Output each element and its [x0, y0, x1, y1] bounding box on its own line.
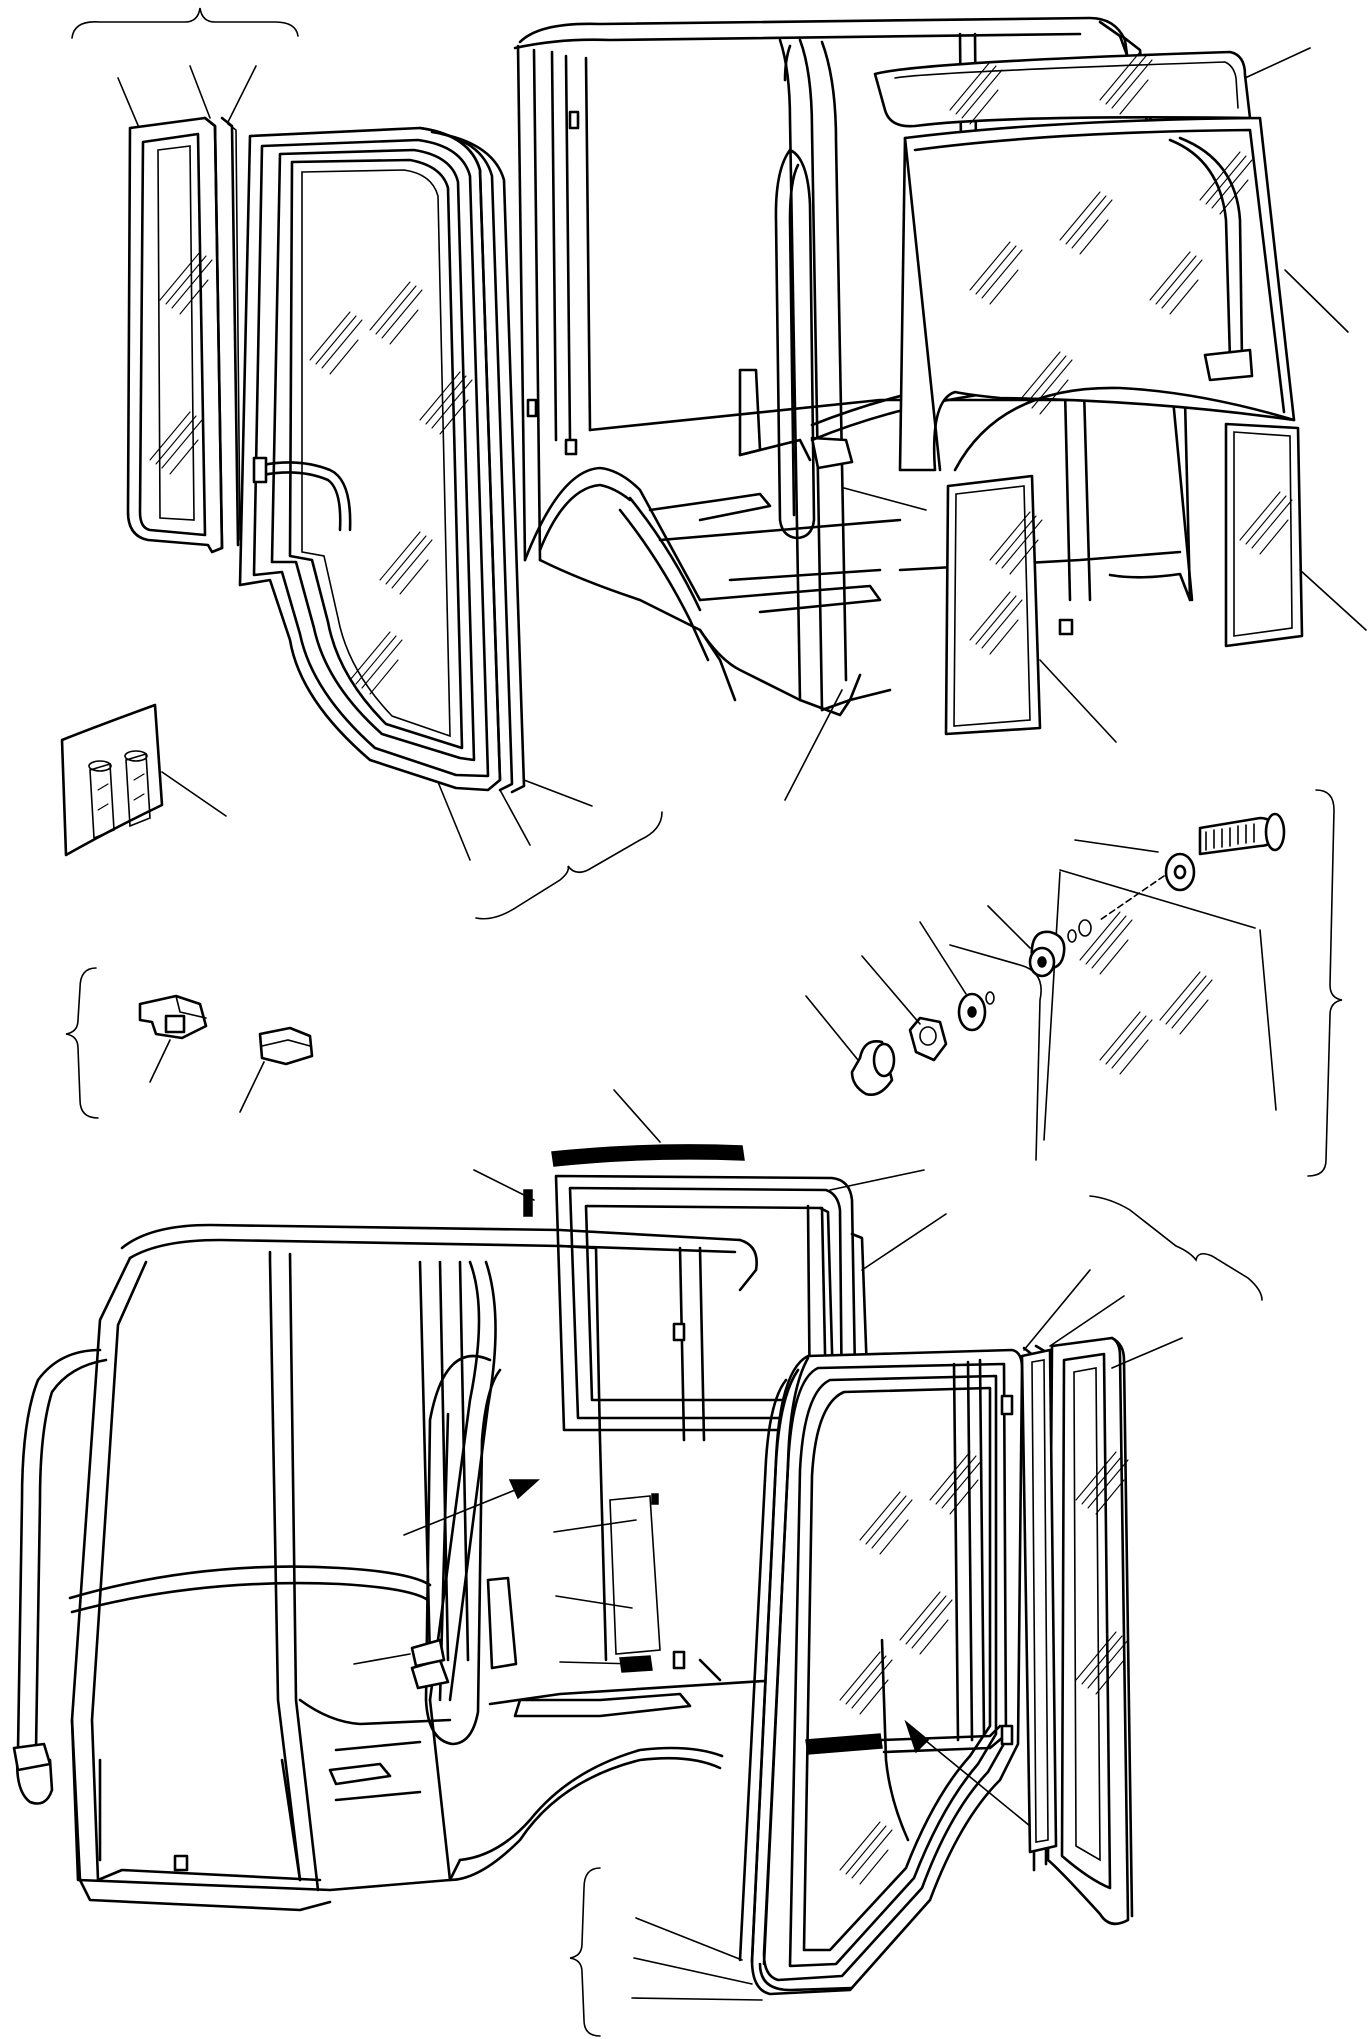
group-brace-clips	[65, 967, 99, 1119]
nut	[908, 1016, 948, 1062]
cab-frame-lower	[12, 1223, 782, 1912]
cap-nut	[850, 1040, 896, 1096]
front-lower-glass-left	[944, 474, 1117, 743]
door-seal-strip-upper	[126, 116, 241, 554]
group-brace-top-left	[71, 7, 299, 39]
clip-large	[138, 994, 208, 1083]
door-seal-strip-lower	[1020, 1269, 1183, 1926]
windshield-upper	[873, 47, 1349, 472]
rear-window-seal-top	[551, 1089, 745, 1167]
leader-lines-door-bottom	[437, 779, 593, 861]
rubber-grommet	[1028, 930, 1066, 978]
washer-screw	[1164, 852, 1196, 892]
decal-sticker	[60, 703, 227, 857]
screw	[1198, 812, 1286, 856]
leader-lines-lower-door	[569, 1867, 763, 2037]
assembly-arrow-left	[403, 1479, 540, 1536]
group-brace-lower-right	[1089, 1195, 1263, 1301]
leader-lines-top-left	[117, 65, 257, 131]
cab-door-left-upper	[238, 126, 526, 794]
front-lower-glass-right	[1224, 422, 1367, 648]
glass-fastener-detail	[805, 812, 1286, 1161]
group-brace-door	[475, 811, 663, 920]
clip-small	[239, 1026, 314, 1113]
washer	[957, 991, 995, 1032]
group-brace-right	[1307, 789, 1343, 1177]
cab-door-right-lower	[738, 1348, 1053, 1996]
